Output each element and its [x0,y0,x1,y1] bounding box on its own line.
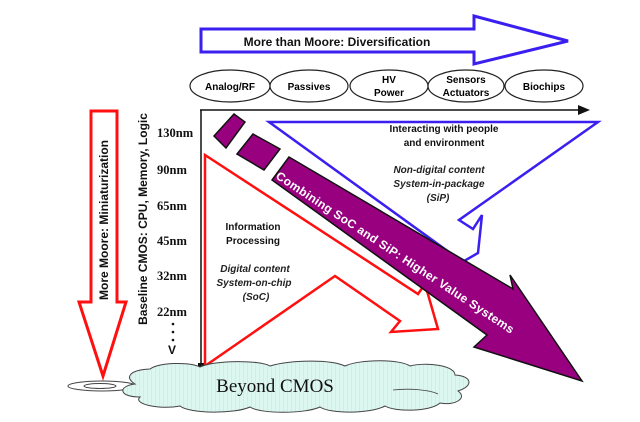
continuation-dot [171,322,175,326]
category-label-line2: Power [374,88,404,99]
category-label-line2: Actuators [443,88,490,99]
more-moore-label: More Moore: Miniaturization [97,140,111,300]
node-label: 130nm [157,126,194,140]
node-label: 22nm [157,305,187,319]
baseline-cmos-label: Baseline CMOS: CPU, Memory, Logic [136,113,150,325]
combined-arrow-label: Combining SoC and SiP: Higher Value Syst… [273,169,517,337]
soc-region-shape [203,152,440,369]
category-label: Analog/RF [205,82,255,93]
category-ellipse [427,69,505,103]
category-analog-rf: Analog/RF [189,69,271,103]
category-hv-power: HV Power [349,69,429,103]
soc-sub-line3: (SoC) [243,292,270,303]
node-label: 65nm [157,199,187,213]
purple-square-large [235,133,282,171]
axes [198,105,590,367]
category-label: Biochips [523,82,566,93]
more-moore-arrow: More Moore: Miniaturization [76,109,129,381]
cloud-trail-inner [83,383,117,389]
category-ellipse [269,69,349,103]
continuation-dot [171,330,175,334]
vertical-axis-end [198,363,206,367]
sip-title-line2: and environment [404,138,485,149]
purple-square-small [212,112,247,150]
more-than-moore-label: More than Moore: Diversification [244,35,431,49]
more-moore-arrow-shape [76,109,129,381]
beyond-cmos-cloud: Beyond CMOS [67,360,470,413]
continuation-arrow: V [168,343,176,357]
category-biochips: Biochips [504,69,584,103]
category-label-line1: HV [382,75,396,86]
node-label: 32nm [157,269,187,283]
category-ellipses: Analog/RF Passives HV Power Sensors Actu… [189,69,584,103]
combined-arrow-shape [270,156,584,383]
category-ellipse [504,69,584,103]
soc-region: Information Processing Digital content S… [203,152,440,369]
combined-arrow: Combining SoC and SiP: Higher Value Syst… [212,112,584,383]
beyond-cmos-label: Beyond CMOS [216,376,334,397]
sip-sub-line2: System-in-package [393,179,485,190]
category-passives: Passives [269,69,349,103]
technology-nodes: 130nm 90nm 65nm 45nm 32nm 22nm V [157,126,194,357]
soc-title-line2: Processing [226,236,280,247]
category-label-line1: Sensors [446,75,486,86]
cloud-shape [122,360,470,413]
sip-sub-line3: (SiP) [427,193,450,204]
sip-title-line1: Interacting with people [390,124,499,135]
sip-sub-line1: Non-digital content [393,165,485,176]
continuation-dot [171,338,175,342]
soc-sub-line2: System-on-chip [216,278,291,289]
more-than-moore-arrow: More than Moore: Diversification [199,14,569,66]
node-label: 45nm [157,234,187,248]
category-sensors-actuators: Sensors Actuators [427,69,505,103]
soc-title-line1: Information [226,222,281,233]
horizontal-axis-arrowhead [578,105,590,115]
more-than-moore-arrow-shape [199,14,569,66]
node-label: 90nm [157,163,187,177]
category-label: Passives [288,82,331,93]
cloud-inner-curve [392,388,439,395]
soc-sub-line1: Digital content [220,264,290,275]
